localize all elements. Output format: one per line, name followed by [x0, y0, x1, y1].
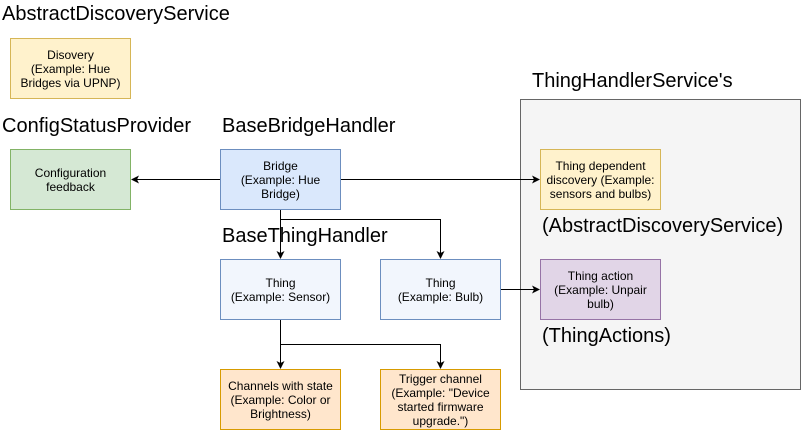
- thing-dependent-discovery-node-label: Thing dependent discovery (Example: sens…: [546, 158, 655, 201]
- thing-handler-services-panel: [520, 99, 801, 390]
- trigger-channel-node-label: Trigger channel (Example: "Device starte…: [391, 371, 490, 428]
- thing-handler-services-heading: ThingHandlerService's: [532, 70, 733, 92]
- config-status-provider-heading: ConfigStatusProvider: [2, 115, 191, 137]
- edge-bridge-to-thing-bulb: [280, 219, 445, 259]
- channels-with-state-node: Channels with state (Example: Color or B…: [220, 369, 341, 430]
- bridge-node: Bridge (Example: Hue Bridge): [220, 149, 341, 210]
- base-bridge-handler-heading: BaseBridgeHandler: [222, 115, 396, 137]
- thing-actions-paren-label: (ThingActions): [542, 325, 671, 347]
- thing-sensor-node: Thing (Example: Sensor): [220, 259, 341, 320]
- thing-bulb-node: Thing (Example: Bulb): [380, 259, 501, 320]
- thing-dependent-discovery-node: Thing dependent discovery (Example: sens…: [540, 149, 661, 210]
- discovery-node-label: Disovery (Example: Hue Bridges via UPNP): [20, 47, 121, 90]
- bridge-node-label: Bridge (Example: Hue Bridge): [240, 158, 321, 201]
- thing-action-node-label: Thing action (Example: Unpair bulb): [554, 268, 647, 311]
- channels-with-state-node-label: Channels with state (Example: Color or B…: [228, 378, 333, 421]
- discovery-node: Disovery (Example: Hue Bridges via UPNP): [10, 38, 131, 99]
- base-thing-handler-heading: BaseThingHandler: [222, 225, 388, 247]
- abstract-discovery-service-paren-label: (AbstractDiscoveryService): [542, 215, 784, 237]
- config-feedback-node: Configuration feedback: [10, 149, 131, 210]
- edge-thing-sensor-to-trigger-channel: [280, 344, 445, 369]
- thing-bulb-node-label: Thing (Example: Bulb): [397, 275, 484, 304]
- thing-action-node: Thing action (Example: Unpair bulb): [540, 259, 661, 320]
- abstract-discovery-service-heading: AbstractDiscoveryService: [2, 3, 230, 25]
- config-feedback-node-label: Configuration feedback: [34, 165, 107, 194]
- thing-sensor-node-label: Thing (Example: Sensor): [230, 275, 331, 304]
- trigger-channel-node: Trigger channel (Example: "Device starte…: [380, 369, 501, 430]
